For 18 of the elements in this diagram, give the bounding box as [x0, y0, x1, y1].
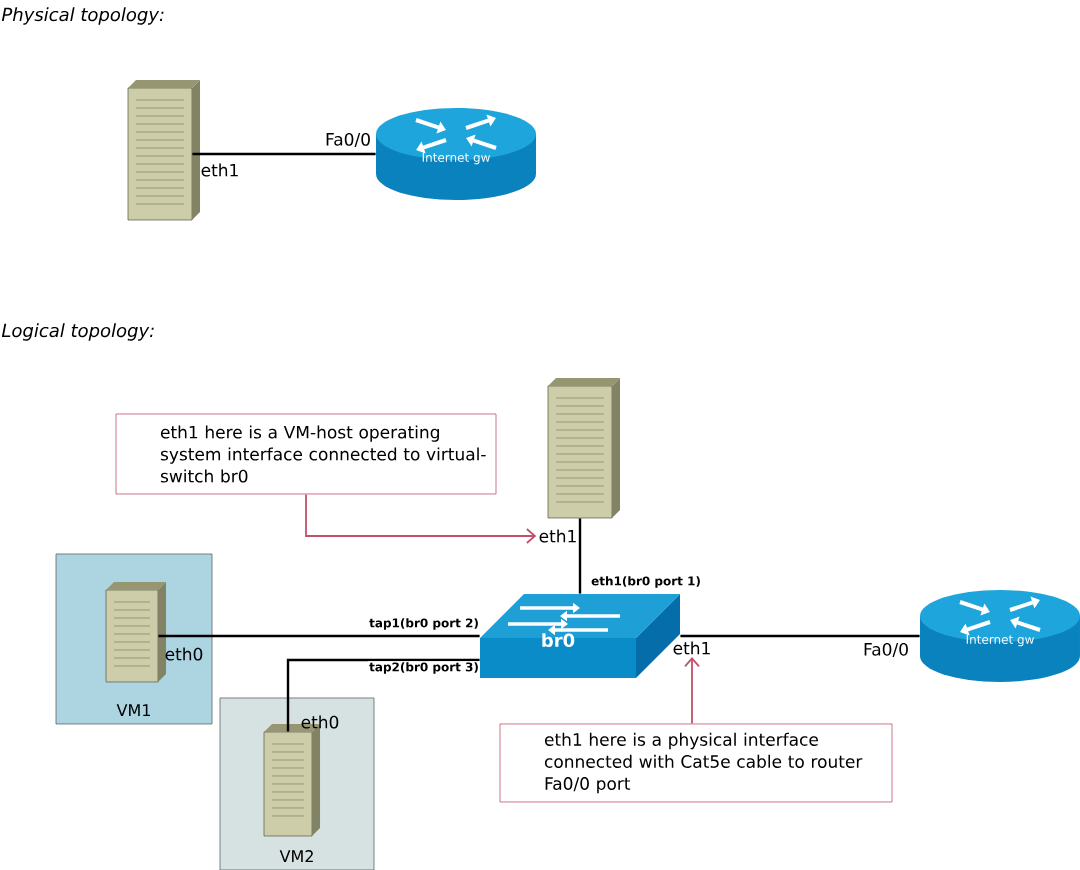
connector — [192, 152, 376, 156]
connector — [684, 656, 700, 725]
section-heading: Logical topology: — [1, 323, 154, 341]
port-label: Fa0/0 — [864, 642, 908, 658]
connector — [286, 658, 480, 732]
note-box: eth1 here is a VM-host operating system interface connected to virtual-switch br0 — [115, 413, 497, 495]
server-drawing — [105, 582, 166, 683]
port-label: eth1 — [201, 163, 238, 177]
port-label: eth1 — [539, 529, 576, 543]
connector — [680, 634, 920, 638]
server-drawing — [547, 378, 620, 519]
port-label: eth1 — [673, 641, 710, 655]
connector — [578, 518, 582, 594]
server-drawing — [127, 80, 200, 221]
note-box: eth1 here is a physical interface connected with Cat5e cable to router Fa0/0 port — [499, 723, 893, 803]
connector — [158, 634, 480, 638]
connector — [305, 493, 537, 544]
port-label: Fa0/0 — [326, 132, 370, 148]
